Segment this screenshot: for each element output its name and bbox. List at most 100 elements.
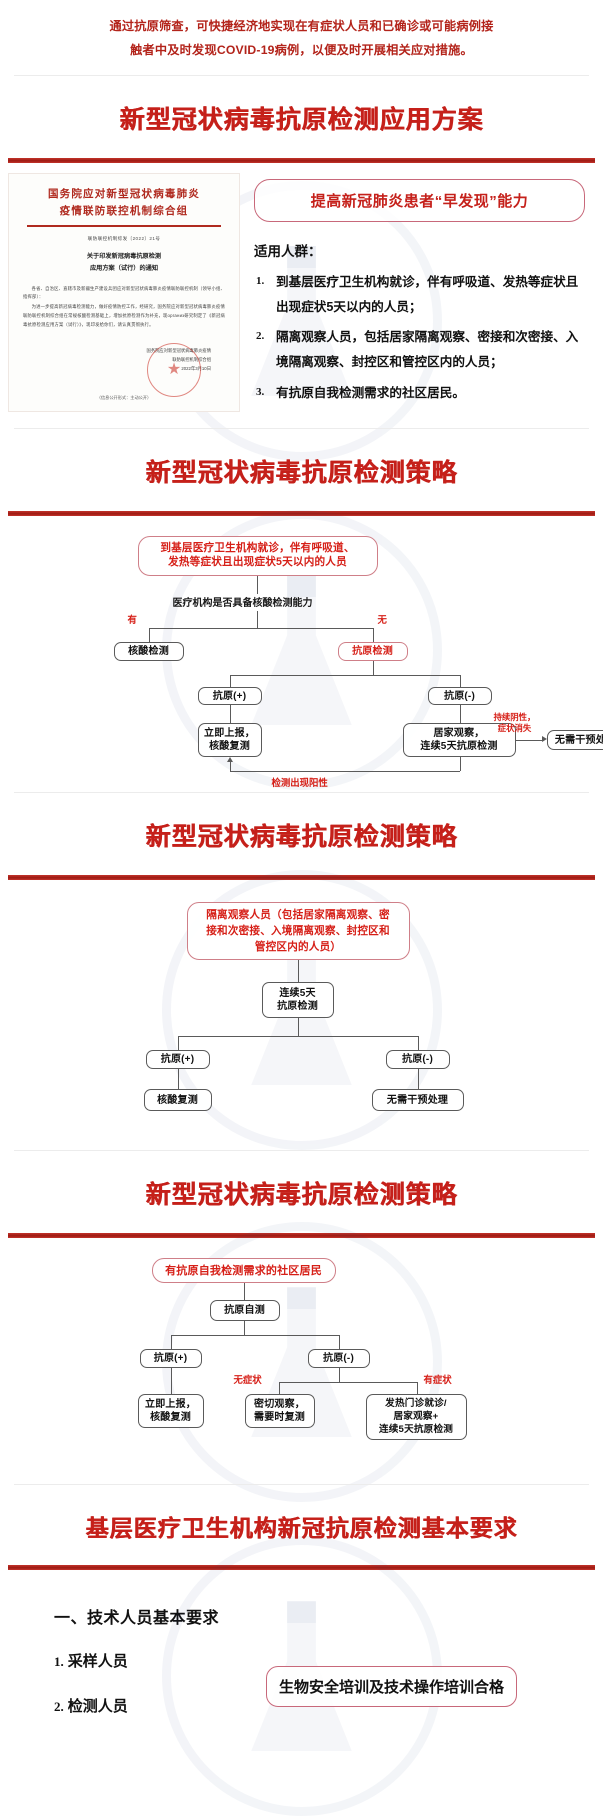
flow2-edge-root-test [298, 960, 299, 982]
list-item: 2. 隔离观察人员，包括居家隔离观察、密接和次密接、入境隔离观察、封控区和管控区… [254, 325, 585, 375]
list-item-number: 2. [256, 325, 264, 347]
flow2-edge-test-split [298, 1018, 299, 1036]
requirements-training-box: 生物安全培训及技术操作培训合格 [266, 1666, 517, 1707]
flow1-arrow-loop [227, 757, 233, 762]
flow2-node-antigen-positive: 抗原(+) [146, 1050, 210, 1069]
flow1-edge-neg-home [460, 705, 461, 723]
flow2-node-antigen-negative: 抗原(-) [386, 1050, 450, 1069]
document-title-line-1: 关于印发新冠病毒抗原检测 [23, 251, 225, 263]
highlight-column: 提高新冠肺炎患者“早发现”能力 适用人群： 1. 到基层医疗卫生机构就诊，伴有呼… [240, 173, 595, 412]
flow1-label-no: 无 [378, 612, 387, 626]
flow1-label-persistent-negative: 持续阴性， 症状消失 [487, 712, 543, 733]
flow1-edge-loop-h [230, 771, 460, 772]
flow2-edge-neg-none [418, 1069, 419, 1089]
flow1-arrow-none [542, 736, 547, 742]
document-body: 各省、自治区、直辖市及新疆生产建设兵团应对新型冠状病毒肺炎疫情联防联控机制（领导… [23, 285, 225, 330]
document-head-rule [27, 225, 221, 227]
requirements-item-index: 2. [54, 1699, 64, 1714]
requirements-item-index: 1. [54, 1654, 64, 1669]
callout-early-detection: 提高新冠肺炎患者“早发现”能力 [254, 179, 585, 222]
intro-line-2: 触者中及时发现COVID-19病例，以便及时开展相关应对措施。 [34, 38, 569, 62]
section-title-application-plan: 新型冠状病毒抗原检测应用方案 [0, 76, 603, 158]
flow3-edge-neg-split [339, 1368, 340, 1382]
flow3-edge-asym-down [279, 1382, 280, 1394]
flow3-node-report-retest: 立即上报， 核酸复测 [138, 1394, 204, 1428]
document-issuer-line-2: 疫情联防联控机制综合组 [23, 203, 225, 220]
flow1-edge-loop-down [460, 757, 461, 771]
flow3-edge-pos-down [171, 1335, 172, 1349]
intro-paragraph: 通过抗原筛查，可快捷经济地实现在有症状人员和已确诊或可能病例接 触者中及时发现C… [0, 0, 603, 75]
section-title-strategy-3: 新型冠状病毒抗原检测策略 [0, 1151, 603, 1233]
flow1-edge-split-h [149, 628, 373, 629]
flow1-edge-root-question [257, 576, 258, 594]
flow3-edge-sym-down [417, 1382, 418, 1394]
flow1-node-antigen-positive: 抗原(+) [198, 687, 262, 705]
requirements-item-text: 检测人员 [68, 1698, 128, 1715]
list-item-text: 到基层医疗卫生机构就诊，伴有呼吸道、发热等症状且出现症状5天以内的人员； [276, 275, 578, 314]
flowchart-clinic: 到基层医疗卫生机构就诊，伴有呼吸道、 发热等症状且出现症状5天以内的人员 医疗机… [0, 516, 603, 792]
section-title-strategy-1: 新型冠状病毒抗原检测策略 [0, 429, 603, 511]
flow1-edge-ag-split [230, 675, 460, 676]
flow1-node-nucleic-test: 核酸检测 [114, 642, 184, 661]
flowchart-self-test: 有抗原自我检测需求的社区居民 抗原自测 抗原(+) 抗原(-) 立即上报， 核酸… [0, 1238, 603, 1484]
list-item: 3. 有抗原自我检测需求的社区居民。 [254, 381, 585, 406]
document-paragraph-1: 各省、自治区、直辖市及新疆生产建设兵团应对新型冠状病毒肺炎疫情联防联控机制（领导… [23, 285, 225, 303]
intro-line-1: 通过抗原筛查，可快捷经济地实现在有症状人员和已确诊或可能病例接 [34, 14, 569, 38]
flow1-edge-pos-report [230, 705, 231, 723]
flow1-edge-question-split [257, 611, 258, 628]
document-title: 关于印发新冠病毒抗原检测 应用方案（试行）的通知 [23, 251, 225, 275]
document-number: 联防联控机制综发〔2022〕21号 [23, 236, 225, 242]
flow1-edge-home-none [516, 740, 544, 741]
flow1-node-report-retest: 立即上报， 核酸复测 [198, 723, 262, 757]
flow2-node-nucleic-retest: 核酸复测 [144, 1089, 212, 1111]
flow1-edge-loop-up [230, 762, 231, 771]
flow3-edge-self-split [244, 1321, 245, 1335]
flow2-node-five-day-test: 连续5天 抗原检测 [262, 982, 334, 1018]
flow3-edge-pos-report [171, 1368, 172, 1394]
document-footer: （信息公开形式：主动公开） [23, 395, 225, 401]
flow1-edge-pos-down [230, 675, 231, 687]
document-issuer-line-1: 国务院应对新型冠状病毒肺炎 [23, 186, 225, 203]
flow2-edge-pos-retest [178, 1069, 179, 1089]
flow3-edge-root-self [244, 1283, 245, 1300]
document-paragraph-2: 为进一步提高新冠病毒检测能力，做好疫情防控工作，经研究，国务院应对新型冠状病毒肺… [23, 303, 225, 329]
requirements-heading: 一、技术人员基本要求 [54, 1604, 603, 1628]
section-title-basic-requirements: 基层医疗卫生机构新冠抗原检测基本要求 [0, 1485, 603, 1565]
flow3-edge-neg-down [339, 1335, 340, 1349]
flow3-label-symptomatic: 有症状 [424, 1372, 452, 1386]
flow1-node-antigen-negative: 抗原(-) [428, 687, 492, 705]
flow1-label-becomes-positive: 检测出现阳性 [272, 775, 328, 789]
flow1-question: 医疗机构是否具备核酸检测能力 [173, 594, 313, 609]
list-item-text: 有抗原自我检测需求的社区居民。 [276, 386, 465, 400]
flow3-label-asymptomatic: 无症状 [234, 1372, 262, 1386]
document-title-line-2: 应用方案（试行）的通知 [23, 263, 225, 275]
document-signature: 国务院应对新型冠状病毒肺炎疫情 联防联控机制综合组 2022年3月10日 [23, 347, 225, 373]
poster-page: 通过抗原筛查，可快捷经济地实现在有症状人员和已确诊或可能病例接 触者中及时发现C… [0, 0, 603, 1766]
flow1-node-no-intervention: 无需干预处理 [547, 730, 603, 750]
flow3-node-fever-clinic: 发热门诊就诊/ 居家观察+ 连续5天抗原检测 [366, 1394, 467, 1440]
list-item-number: 3. [256, 381, 264, 403]
flow2-node-root: 隔离观察人员（包括居家隔离观察、密 接和次密接、入境隔离观察、封控区和 管控区内… [187, 902, 410, 960]
flow1-label-yes: 有 [128, 612, 137, 626]
flow1-edge-left-down [149, 628, 150, 642]
official-seal-icon [147, 343, 201, 397]
flow3-node-self-test: 抗原自测 [210, 1300, 280, 1321]
official-document-image: 国务院应对新型冠状病毒肺炎 疫情联防联控机制综合组 联防联控机制综发〔2022〕… [8, 173, 240, 412]
flow2-edge-pos-down [178, 1036, 179, 1050]
flow1-edge-neg-down [460, 675, 461, 687]
flow2-edge-split-h [178, 1036, 418, 1037]
flow2-node-no-intervention: 无需干预处理 [372, 1089, 464, 1111]
flowchart-quarantine: 隔离观察人员（包括居家隔离观察、密 接和次密接、入境隔离观察、封控区和 管控区内… [0, 880, 603, 1150]
applicable-population-list: 1. 到基层医疗卫生机构就诊，伴有呼吸道、发热等症状且出现症状5天以内的人员； … [254, 270, 585, 406]
applicable-population-title: 适用人群： [254, 240, 585, 260]
document-issuer: 国务院应对新型冠状病毒肺炎 疫情联防联控机制综合组 [23, 186, 225, 221]
flow3-edge-split-h [171, 1335, 339, 1336]
list-item-text: 隔离观察人员，包括居家隔离观察、密接和次密接、入境隔离观察、封控区和管控区内的人… [276, 330, 578, 369]
flow3-node-root: 有抗原自我检测需求的社区居民 [152, 1258, 336, 1283]
flow2-edge-neg-down [418, 1036, 419, 1050]
flow3-edge-neg-split-h [279, 1382, 417, 1383]
requirements-item-text: 采样人员 [68, 1653, 128, 1670]
flow1-edge-ag-down [373, 661, 374, 675]
flow3-node-antigen-positive: 抗原(+) [140, 1349, 202, 1368]
document-and-highlights: 国务院应对新型冠状病毒肺炎 疫情联防联控机制综合组 联防联控机制综发〔2022〕… [0, 163, 603, 428]
